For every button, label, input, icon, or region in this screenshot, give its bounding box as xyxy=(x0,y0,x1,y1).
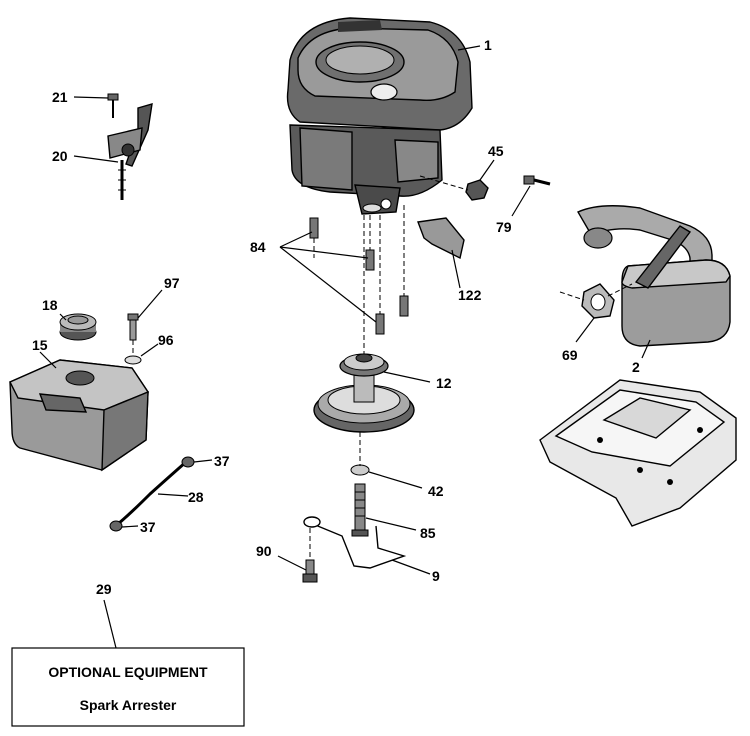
label-90: 90 xyxy=(256,543,272,559)
nut-45-part xyxy=(465,179,489,201)
optional-equipment-box xyxy=(11,647,245,727)
label-18: 18 xyxy=(42,297,58,313)
label-37-lower: 37 xyxy=(140,519,156,535)
label-12: 12 xyxy=(436,375,452,391)
label-9: 9 xyxy=(432,568,440,584)
fuel-cap-part xyxy=(59,313,97,341)
label-69: 69 xyxy=(562,347,578,363)
bolt-90-part xyxy=(302,559,318,583)
optional-equipment-title: OPTIONAL EQUIPMENT xyxy=(48,664,208,680)
shield-122-part xyxy=(417,217,465,260)
label-21: 21 xyxy=(52,89,68,105)
gasket-69-part xyxy=(581,283,615,319)
clamp-37-upper-part xyxy=(181,456,195,468)
bolt-84-set xyxy=(309,217,409,335)
label-97: 97 xyxy=(164,275,180,291)
label-37-upper: 37 xyxy=(214,453,230,469)
label-42: 42 xyxy=(428,483,444,499)
bracket-9-part xyxy=(307,521,407,569)
bolt-85-part xyxy=(351,483,369,537)
washer-42-part xyxy=(350,464,370,476)
label-28: 28 xyxy=(188,489,204,505)
optional-equipment-item: Spark Arrester xyxy=(80,697,177,713)
bolt-79-part xyxy=(523,175,551,186)
label-1: 1 xyxy=(484,37,492,53)
engine-mount-plate-part xyxy=(539,379,737,527)
label-96: 96 xyxy=(158,332,174,348)
label-85: 85 xyxy=(420,525,436,541)
label-79: 79 xyxy=(496,219,512,235)
label-2: 2 xyxy=(632,359,640,375)
label-122: 122 xyxy=(458,287,482,303)
label-15: 15 xyxy=(32,337,48,353)
label-29: 29 xyxy=(96,581,112,597)
label-20: 20 xyxy=(52,148,68,164)
control-bracket-part xyxy=(107,93,153,200)
label-45: 45 xyxy=(488,143,504,159)
fuel-line-28-part xyxy=(117,460,187,526)
fuel-tank-part xyxy=(9,359,150,472)
label-84: 84 xyxy=(250,239,266,255)
clamp-37-lower-part xyxy=(109,520,123,532)
engine-part xyxy=(286,17,473,215)
muffler-part xyxy=(577,205,731,347)
pulley-12-part xyxy=(313,353,415,433)
bolt-97-part xyxy=(127,313,139,341)
washer-96-part xyxy=(124,355,142,365)
